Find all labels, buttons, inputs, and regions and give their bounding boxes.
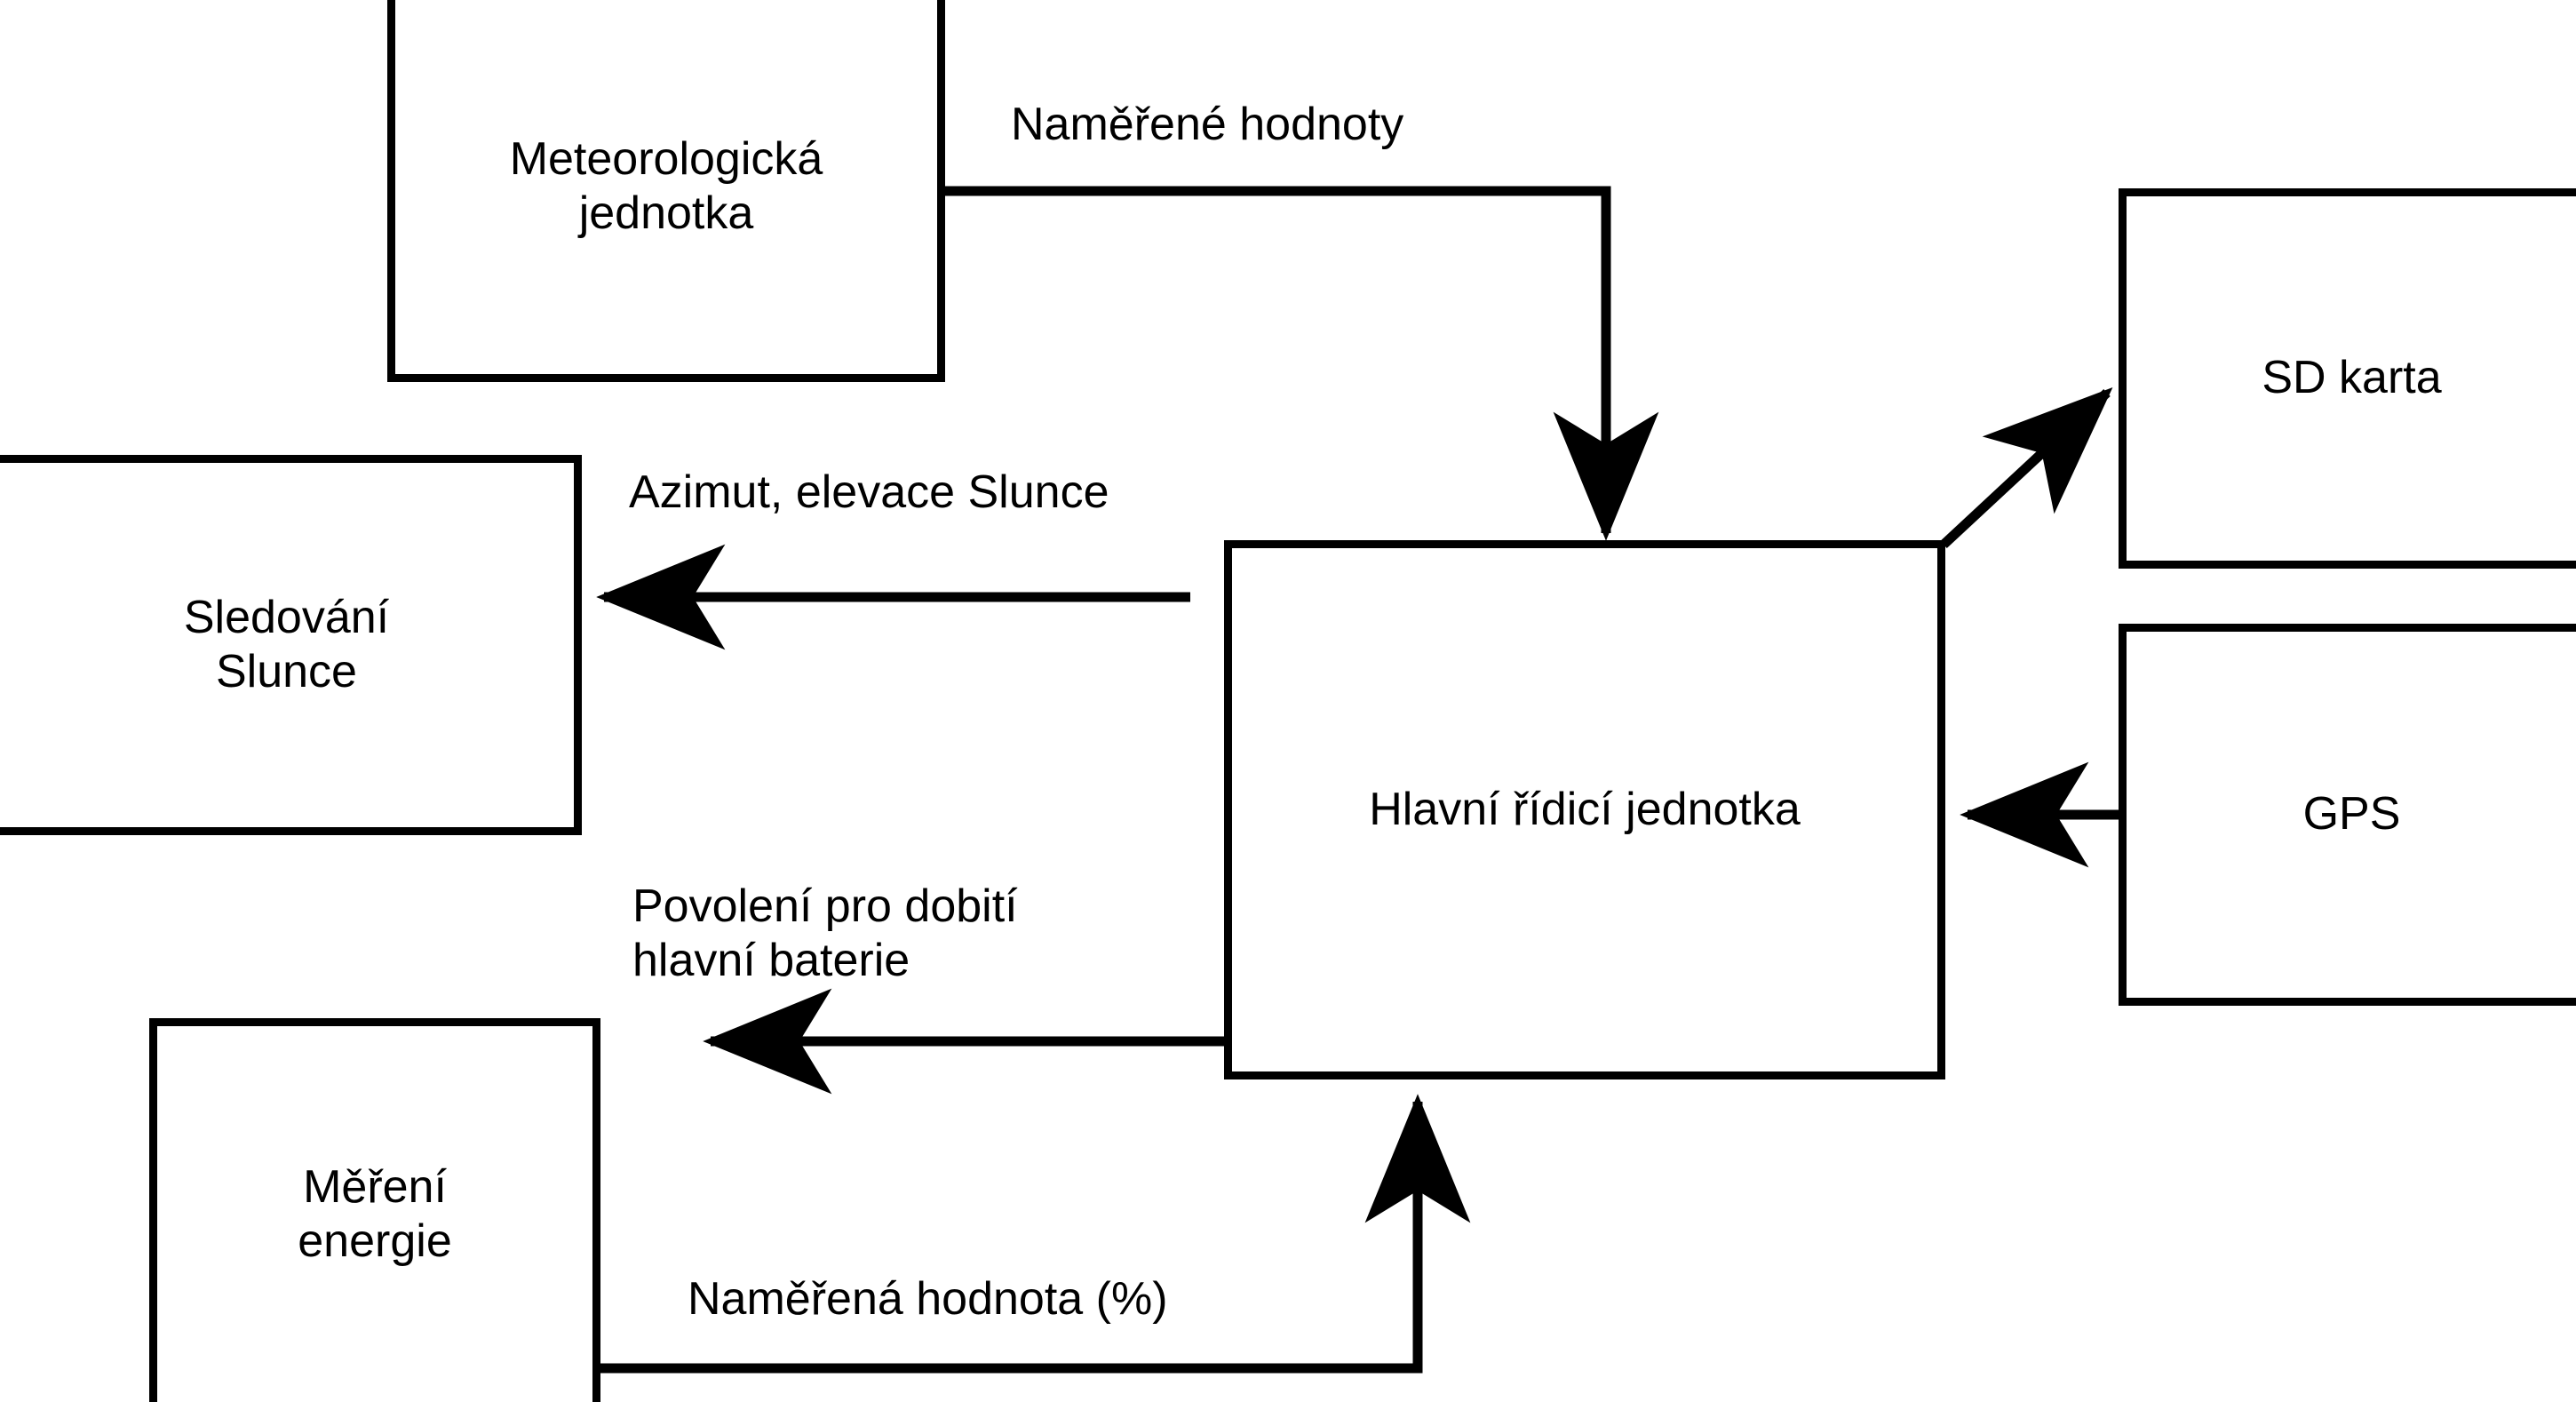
edge-label-namerena-hodnota-procenta: Naměřená hodnota (%) (688, 1273, 1168, 1325)
node-label-mereni-energie: Měření energie (298, 1160, 452, 1267)
node-sd-karta[interactable]: SD karta (2119, 188, 2576, 569)
node-label-sd-karta: SD karta (2262, 352, 2442, 404)
node-label-sledovani-slunce: Sledování Slunce (183, 591, 390, 697)
edge-label-povoleni-pro-dobiti-hlavni-baterie: Povolení pro dobití hlavní baterie (632, 880, 1018, 987)
node-label-hlavni-ridici-jednotka: Hlavní řídicí jednotka (1369, 783, 1801, 835)
edge-label-namerene-hodnoty: Naměřené hodnoty (1011, 99, 1404, 150)
node-label-gps: GPS (2302, 788, 2401, 840)
node-meteorologicka-jednotka[interactable]: Meteorologická jednotka (387, 0, 945, 382)
connector-main-to-sd (1940, 387, 2113, 549)
node-mereni-energie[interactable]: Měření energie (149, 1018, 600, 1402)
node-label-meteorologicka-jednotka: Meteorologická jednotka (509, 132, 823, 239)
edge-label-azimut-elevace-slunce: Azimut, elevace Slunce (629, 466, 1109, 518)
connector-meteo-to-main (937, 186, 1659, 541)
connector-mereni-to-main (600, 1094, 1471, 1374)
node-gps[interactable]: GPS (2119, 624, 2576, 1006)
node-sledovani-slunce[interactable]: Sledování Slunce (0, 455, 582, 835)
node-hlavni-ridici-jednotka[interactable]: Hlavní řídicí jednotka (1224, 540, 1945, 1079)
